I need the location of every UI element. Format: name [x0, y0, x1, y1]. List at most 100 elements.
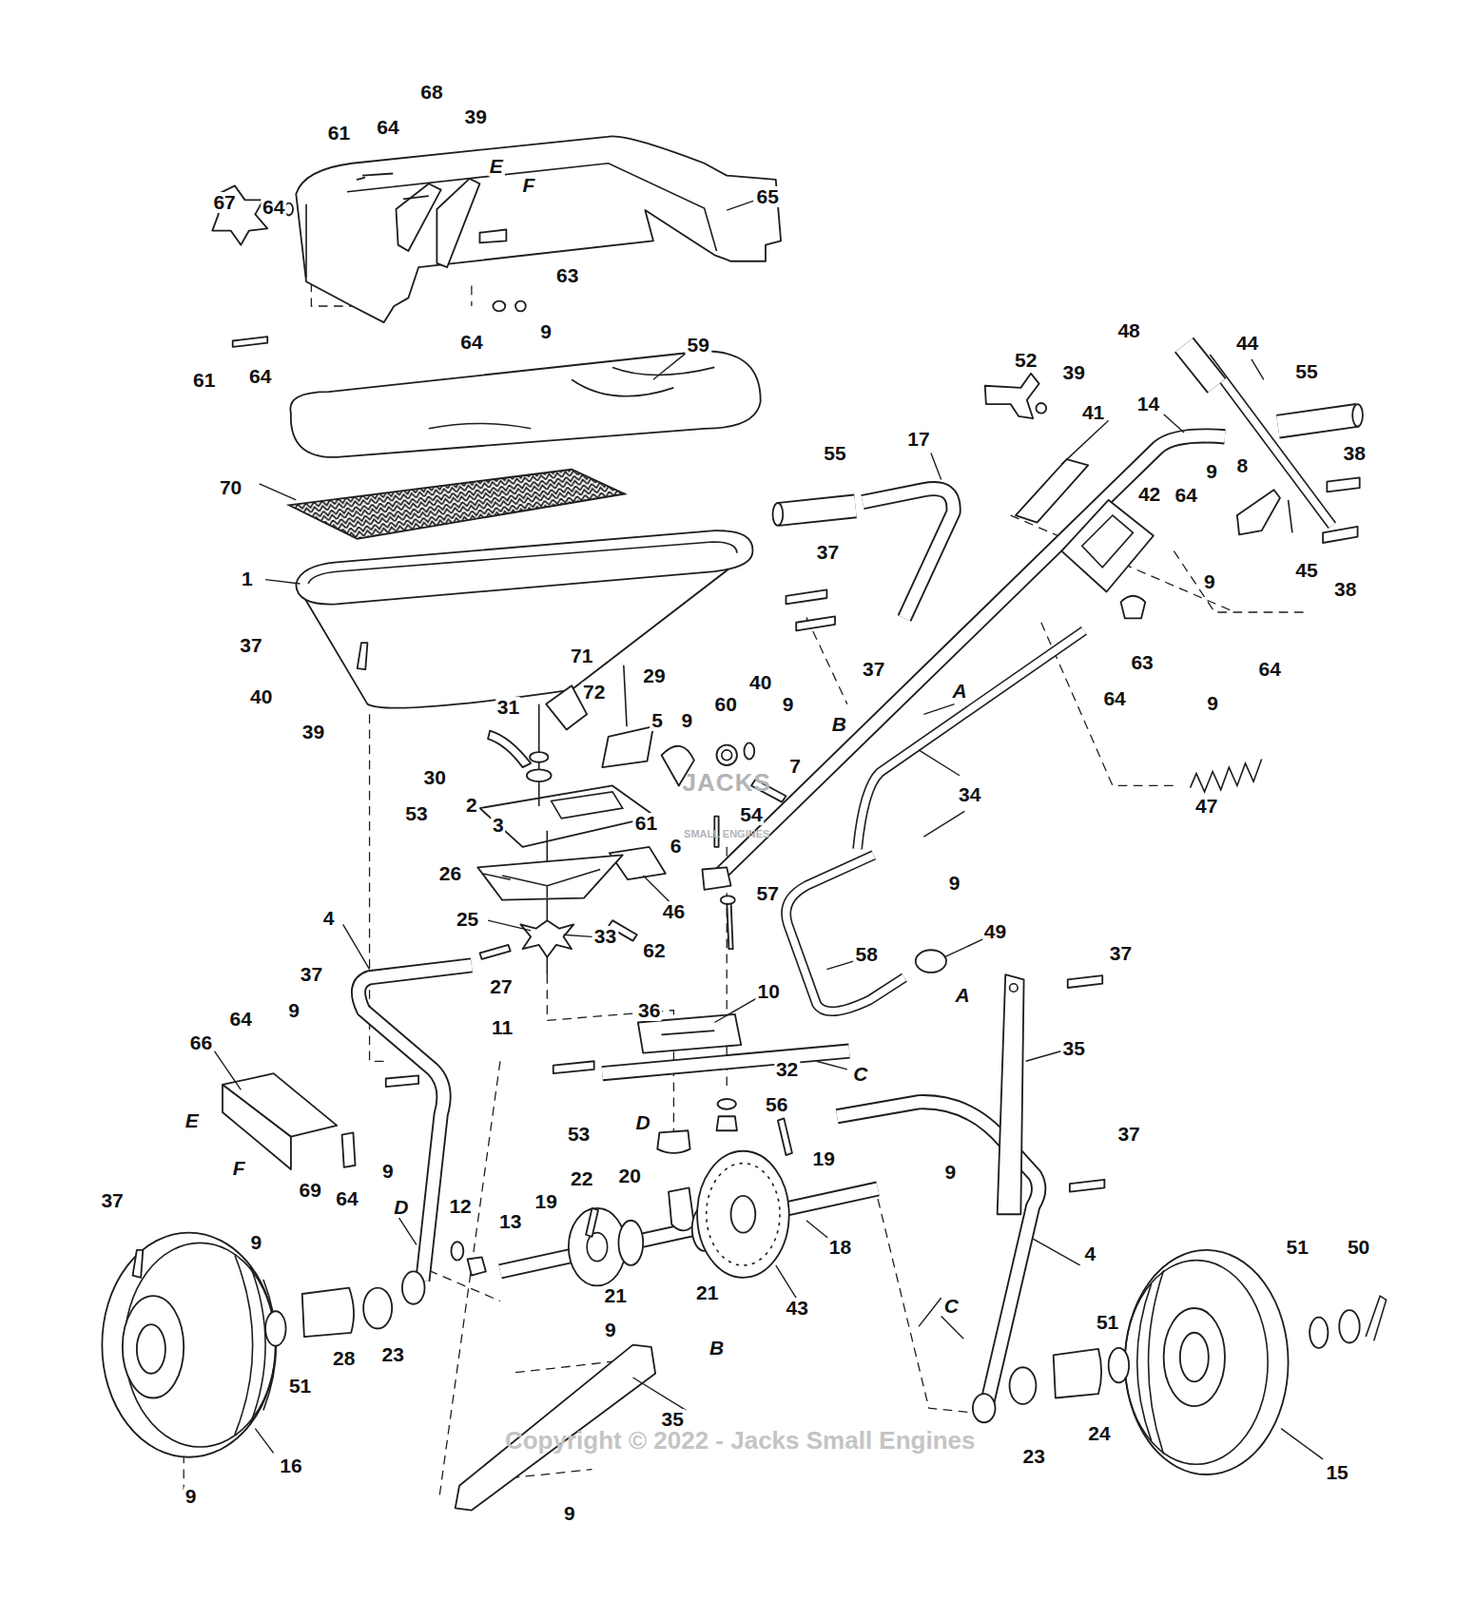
- assembly-line: [1173, 551, 1307, 613]
- callout-number: 19: [533, 1191, 560, 1213]
- wheel: [1339, 1310, 1359, 1343]
- callout-number: 60: [713, 694, 739, 716]
- callout-number: 65: [755, 186, 781, 208]
- leader-line: [923, 704, 954, 716]
- callout-number: 25: [454, 909, 481, 931]
- gate-parts: [716, 745, 737, 766]
- gate-parts: [623, 665, 627, 727]
- callout-number: 23: [380, 1344, 407, 1366]
- frame-tube: [786, 854, 905, 1011]
- leader-line: [653, 352, 686, 380]
- bracket: [997, 974, 1025, 1215]
- callout-number: 59: [685, 334, 712, 356]
- callout-number: 64: [247, 366, 273, 388]
- gate-parts: [721, 750, 733, 761]
- gate-parts: [743, 742, 755, 759]
- frame-tube: [467, 1257, 486, 1276]
- bracket: [1322, 526, 1358, 544]
- deflector: [232, 336, 268, 348]
- callout-number: 16: [277, 1455, 304, 1477]
- wheel: [234, 1255, 276, 1436]
- hopper: [308, 542, 738, 584]
- gate-parts: [601, 726, 654, 768]
- callout-number: 23: [1021, 1446, 1048, 1468]
- bracket: [1121, 596, 1146, 620]
- callout-number: 9: [1202, 571, 1218, 593]
- callout-number: 9: [1203, 461, 1220, 483]
- deflector: [295, 135, 781, 323]
- callout-number: 39: [300, 721, 327, 743]
- assembly-line: [546, 974, 674, 1133]
- bracket: [553, 1061, 595, 1074]
- callout-number: 61: [191, 369, 217, 391]
- leader-line: [254, 1429, 273, 1455]
- callout-number: 30: [422, 767, 448, 789]
- frame-tube: [862, 488, 954, 619]
- frame-tube: [668, 1187, 695, 1231]
- frame-tube: [358, 965, 472, 1281]
- deflector: [347, 163, 718, 252]
- wheel: [1309, 1318, 1328, 1349]
- connection-letter: C: [851, 1064, 870, 1086]
- callout-number: 4: [1082, 1243, 1098, 1265]
- callout-number: 37: [860, 659, 887, 680]
- callout-number: 64: [1173, 485, 1200, 506]
- callout-number: 6: [668, 835, 684, 857]
- frame-tube: [358, 435, 1225, 1409]
- frame-tube: [701, 867, 731, 891]
- bracket: [785, 589, 827, 604]
- callout-number: 9: [942, 1162, 958, 1184]
- frame-tube: [568, 1208, 626, 1287]
- callout-number: 61: [326, 121, 352, 143]
- callout-number: 26: [437, 863, 464, 885]
- connection-letter: B: [830, 714, 849, 736]
- leader-line: [1280, 1429, 1323, 1460]
- frame-tube: [714, 435, 1225, 880]
- bracket: [1069, 1180, 1105, 1193]
- connection-letter: F: [521, 174, 538, 196]
- callout-number: 9: [679, 710, 696, 732]
- bracket: [342, 1132, 356, 1167]
- callout-number: 35: [1061, 1038, 1087, 1060]
- callout-number: 27: [487, 976, 514, 998]
- callout-number: 9: [780, 694, 796, 716]
- callout-number: 64: [458, 331, 485, 353]
- callout-number: 38: [1332, 579, 1359, 601]
- deflector: [492, 301, 505, 312]
- callout-number: 37: [1107, 942, 1134, 964]
- callout-number: 37: [298, 964, 325, 986]
- frame-tube: [661, 1030, 716, 1035]
- wheel: [1180, 1333, 1209, 1383]
- leader-line: [259, 484, 297, 501]
- wheel: [1365, 1296, 1386, 1341]
- callout-number: 55: [821, 443, 848, 465]
- callout-number: 31: [495, 697, 522, 719]
- callout-number: 67: [211, 191, 237, 213]
- callout-number: 5: [649, 710, 665, 732]
- callout-number: 15: [1323, 1462, 1350, 1484]
- connection-letter: E: [183, 1109, 201, 1131]
- deflector: [212, 135, 781, 348]
- callout-number: 42: [1136, 483, 1163, 505]
- callout-number: 68: [418, 81, 445, 103]
- watermark: Copyright © 2022 - Jacks Small Engines: [503, 1428, 978, 1455]
- connection-letter: D: [391, 1197, 410, 1219]
- hopper-cover: [290, 350, 760, 458]
- bracket: [1067, 975, 1103, 989]
- deflector: [479, 230, 506, 244]
- callout-number: 64: [260, 196, 287, 218]
- frame-tube: [731, 1196, 757, 1234]
- callout-number: 43: [784, 1298, 811, 1320]
- callout-number: 46: [660, 900, 687, 922]
- leader-line: [482, 873, 511, 880]
- callout-number: 48: [1115, 320, 1142, 342]
- leader-line: [816, 1061, 848, 1070]
- callout-number: 33: [592, 926, 619, 948]
- callout-number: 64: [228, 1009, 254, 1030]
- frame-tube: [697, 1151, 790, 1279]
- frame-tube: [857, 630, 1085, 850]
- callout-number: 51: [1284, 1237, 1311, 1259]
- leader-line: [1061, 420, 1108, 465]
- callout-number: 9: [286, 1000, 302, 1022]
- bracket: [386, 1075, 419, 1087]
